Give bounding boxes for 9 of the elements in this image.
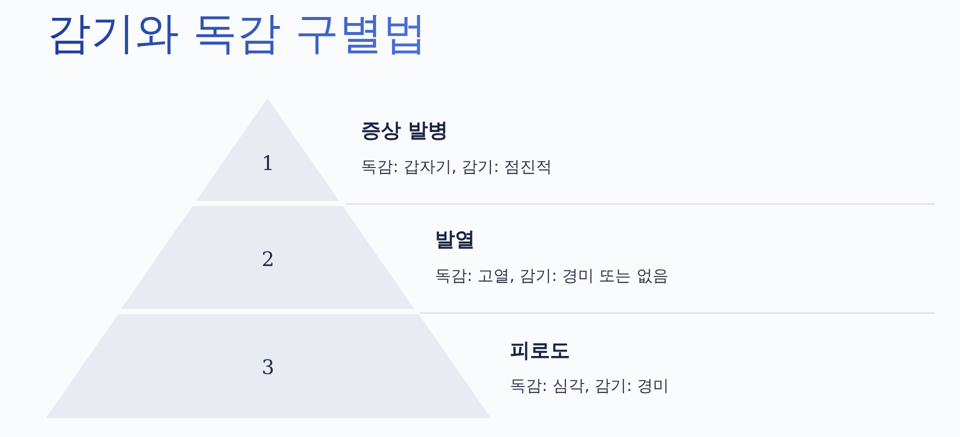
level-number: 2 — [262, 247, 274, 271]
level-description: 독감: 심각, 감기: 경미 — [510, 376, 670, 396]
level-description: 독감: 고열, 감기: 경미 또는 없음 — [435, 266, 668, 286]
level-heading: 증상 발병 — [361, 118, 448, 142]
level-heading: 피로도 — [510, 338, 570, 362]
level-number: 3 — [262, 355, 274, 379]
level-number: 1 — [262, 151, 274, 175]
level-description: 독감: 갑자기, 감기: 점진적 — [361, 157, 552, 177]
level-heading: 발열 — [435, 227, 475, 251]
